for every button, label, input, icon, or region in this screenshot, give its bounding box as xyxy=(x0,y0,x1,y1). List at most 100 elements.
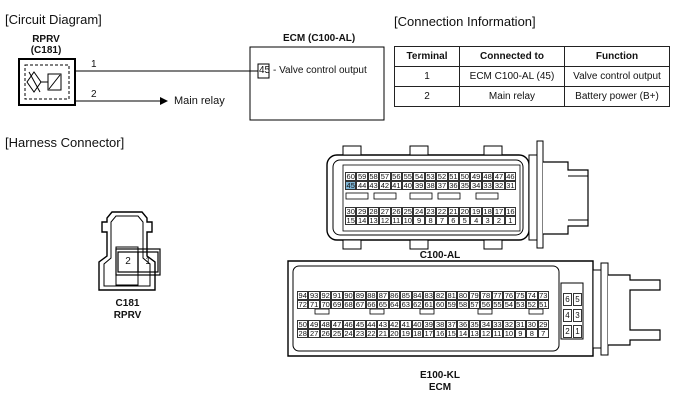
c181-id: C181 xyxy=(115,298,140,309)
c100al-pin: 46 xyxy=(504,172,517,181)
e100kl-label: E100-KL ECM xyxy=(400,370,480,394)
c100al-pin: 28 xyxy=(367,207,380,216)
c100al-connector-drawing xyxy=(326,140,589,250)
c100al-pin: 1 xyxy=(504,216,517,225)
e100kl-pin: 13 xyxy=(468,329,481,338)
e100kl-pin: 82 xyxy=(434,291,446,300)
e100kl-pin: 79 xyxy=(468,291,481,300)
main-relay-label: Main relay xyxy=(174,95,225,107)
c100al-pin: 54 xyxy=(413,172,425,181)
e100kl-pin: 29 xyxy=(537,320,549,329)
e100kl-pin: 16 xyxy=(434,329,446,338)
e100kl-pin: 94 xyxy=(297,291,309,300)
table-row: 1 ECM C100-AL (45) Valve control output xyxy=(394,66,670,87)
e100kl-pin: 32 xyxy=(503,320,515,329)
e100kl-pin: 57 xyxy=(468,300,481,309)
e100kl-pin: 89 xyxy=(354,291,366,300)
e100kl-pin: 12 xyxy=(480,329,492,338)
wire-pin2-label: 2 xyxy=(91,89,97,100)
c100al-pin: 18 xyxy=(481,207,494,216)
e100kl-pin: 23 xyxy=(354,329,366,338)
c181-name: RPRV xyxy=(113,310,142,321)
e100kl-pin: 45 xyxy=(354,320,366,329)
c100al-pin: 38 xyxy=(424,181,437,190)
e100kl-pin: 77 xyxy=(491,291,504,300)
c100al-pin: 16 xyxy=(504,207,517,216)
ecm-pin-box xyxy=(257,63,270,79)
table-cell: 2 xyxy=(394,86,460,107)
table-cell: Main relay xyxy=(459,86,565,107)
e100kl-pin: 35 xyxy=(468,320,481,329)
e100kl-id: E100-KL xyxy=(419,370,460,381)
c100al-pin: 56 xyxy=(390,172,403,181)
valve-symbol-icon xyxy=(26,71,42,93)
e100kl-pin: 88 xyxy=(365,291,378,300)
e100kl-pin: 17 xyxy=(422,329,435,338)
e100kl-pin: 51 xyxy=(537,300,549,309)
c100al-pin: 14 xyxy=(356,216,368,225)
e100kl-pin: 80 xyxy=(457,291,469,300)
harness-connector-heading: [Harness Connector] xyxy=(5,135,125,150)
e100kl-pin: 42 xyxy=(388,320,401,329)
e100kl-pin: 9 xyxy=(514,329,527,338)
e100kl-pin: 78 xyxy=(480,291,492,300)
e100kl-pin: 58 xyxy=(457,300,469,309)
e100kl-pin: 21 xyxy=(377,329,389,338)
c100al-pin: 51 xyxy=(447,172,460,181)
e100kl-pin: 37 xyxy=(445,320,458,329)
wire-pin1-label: 1 xyxy=(91,59,97,70)
e100kl-pin: 73 xyxy=(537,291,549,300)
e100kl-pin: 47 xyxy=(331,320,343,329)
e100kl-pin: 19 xyxy=(400,329,412,338)
e100kl-pin: 61 xyxy=(422,300,435,309)
e100kl-pin: 46 xyxy=(342,320,355,329)
c100al-pin: 12 xyxy=(379,216,391,225)
c100al-pin: 7 xyxy=(436,216,448,225)
e100kl-pin: 44 xyxy=(365,320,378,329)
c100al-pin: 58 xyxy=(367,172,380,181)
e100kl-pin: 60 xyxy=(434,300,446,309)
c100al-pin: 55 xyxy=(402,172,414,181)
e100kl-pin: 62 xyxy=(411,300,423,309)
connection-table: Terminal Connected to Function 1 ECM C10… xyxy=(394,46,670,107)
e100kl-side-pin: 6 xyxy=(563,293,572,306)
c100al-pin: 52 xyxy=(436,172,448,181)
e100kl-pin: 85 xyxy=(400,291,412,300)
e100kl-pin: 90 xyxy=(342,291,355,300)
e100kl-pin: 59 xyxy=(445,300,458,309)
c100al-pin: 42 xyxy=(379,181,391,190)
e100kl-pin: 93 xyxy=(308,291,320,300)
c100al-pin: 17 xyxy=(493,207,505,216)
e100kl-name: ECM xyxy=(428,382,452,393)
e100kl-side-pin: 1 xyxy=(573,325,582,338)
c100al-pin: 11 xyxy=(390,216,403,225)
c100al-pin: 22 xyxy=(436,207,448,216)
e100kl-pin: 83 xyxy=(422,291,435,300)
e100kl-pin: 65 xyxy=(377,300,389,309)
arrow-right-icon xyxy=(160,97,168,105)
c100al-pin: 40 xyxy=(402,181,414,190)
rprv-connector-id: (C181) xyxy=(30,45,62,56)
c181-pin: 1 xyxy=(145,256,151,267)
rprv-inner-box xyxy=(24,64,70,100)
e100kl-pin: 20 xyxy=(388,329,401,338)
e100kl-pin: 68 xyxy=(342,300,355,309)
e100kl-pin: 63 xyxy=(400,300,412,309)
c100al-pin: 8 xyxy=(424,216,437,225)
e100kl-pin: 74 xyxy=(526,291,538,300)
c100al-pin: 37 xyxy=(436,181,448,190)
c100al-pin: 32 xyxy=(493,181,505,190)
e100kl-pin: 43 xyxy=(377,320,389,329)
c100al-pin: 57 xyxy=(379,172,391,181)
c100al-pin: 33 xyxy=(481,181,494,190)
c100al-pin: 50 xyxy=(459,172,471,181)
e100kl-pin: 53 xyxy=(514,300,527,309)
e100kl-pin: 84 xyxy=(411,291,423,300)
e100kl-pin: 7 xyxy=(537,329,549,338)
e100kl-pin: 70 xyxy=(319,300,332,309)
e100kl-pin: 11 xyxy=(491,329,504,338)
ecm-box xyxy=(249,46,385,121)
e100kl-pin: 64 xyxy=(388,300,401,309)
e100kl-pin: 10 xyxy=(503,329,515,338)
